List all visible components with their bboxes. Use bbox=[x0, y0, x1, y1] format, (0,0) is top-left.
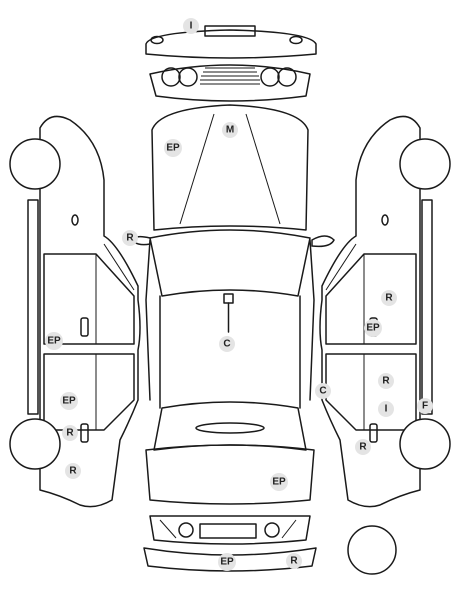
marker-code: C bbox=[223, 339, 230, 350]
marker-code: EP bbox=[47, 336, 61, 347]
damage-marker-hood-center[interactable]: M bbox=[222, 122, 238, 138]
damage-marker-front-bumper[interactable]: I bbox=[183, 18, 199, 34]
damage-marker-left-rear-wheel[interactable]: R bbox=[65, 463, 81, 479]
damage-marker-right-front-handle[interactable]: EP bbox=[364, 319, 382, 337]
damage-marker-right-rear-panel[interactable]: I bbox=[378, 401, 394, 417]
damage-marker-right-front-door[interactable]: R bbox=[381, 290, 397, 306]
damage-markers: I M EP R C EP EP R bbox=[45, 18, 433, 571]
damage-marker-left-mirror[interactable]: R bbox=[122, 230, 138, 246]
marker-code: EP bbox=[166, 143, 180, 154]
marker-code: EP bbox=[220, 557, 234, 568]
damage-marker-right-rear-handle[interactable]: R bbox=[355, 439, 371, 455]
marker-code: R bbox=[359, 442, 367, 453]
marker-code: R bbox=[126, 233, 134, 244]
damage-marker-right-rear-door[interactable]: R bbox=[378, 373, 394, 389]
marker-code: I bbox=[190, 21, 193, 32]
car-top-view bbox=[133, 104, 335, 505]
marker-code: EP bbox=[366, 323, 380, 334]
damage-marker-rear-bumper-center[interactable]: EP bbox=[218, 553, 236, 571]
rear-bumper bbox=[143, 515, 317, 572]
marker-code: R bbox=[66, 428, 74, 439]
spare-wheel bbox=[347, 525, 397, 575]
damage-marker-left-rear-door[interactable]: EP bbox=[60, 392, 78, 410]
damage-marker-left-front-door[interactable]: EP bbox=[45, 332, 63, 350]
marker-code: I bbox=[385, 404, 388, 415]
marker-code: EP bbox=[272, 477, 286, 488]
marker-code: R bbox=[69, 466, 77, 477]
marker-code: F bbox=[422, 401, 428, 412]
damage-marker-rear-bumper-right[interactable]: R bbox=[286, 553, 302, 569]
left-side-view bbox=[9, 115, 141, 508]
front-grille bbox=[149, 64, 311, 102]
damage-marker-right-rear-fender[interactable]: F bbox=[417, 398, 433, 414]
right-side-view bbox=[319, 115, 451, 508]
damage-marker-left-rear-handle[interactable]: R bbox=[62, 425, 78, 441]
marker-code: R bbox=[290, 556, 298, 567]
marker-code: M bbox=[226, 125, 234, 136]
damage-marker-right-rear-door-front[interactable]: C bbox=[315, 383, 331, 399]
front-bumper-top bbox=[145, 25, 317, 59]
damage-marker-roof[interactable]: C bbox=[219, 336, 235, 352]
marker-code: R bbox=[382, 376, 390, 387]
marker-code: EP bbox=[62, 396, 76, 407]
damage-marker-trunk[interactable]: EP bbox=[270, 473, 288, 491]
damage-marker-hood-left[interactable]: EP bbox=[164, 139, 182, 157]
marker-code: R bbox=[385, 293, 393, 304]
marker-code: C bbox=[319, 386, 326, 397]
